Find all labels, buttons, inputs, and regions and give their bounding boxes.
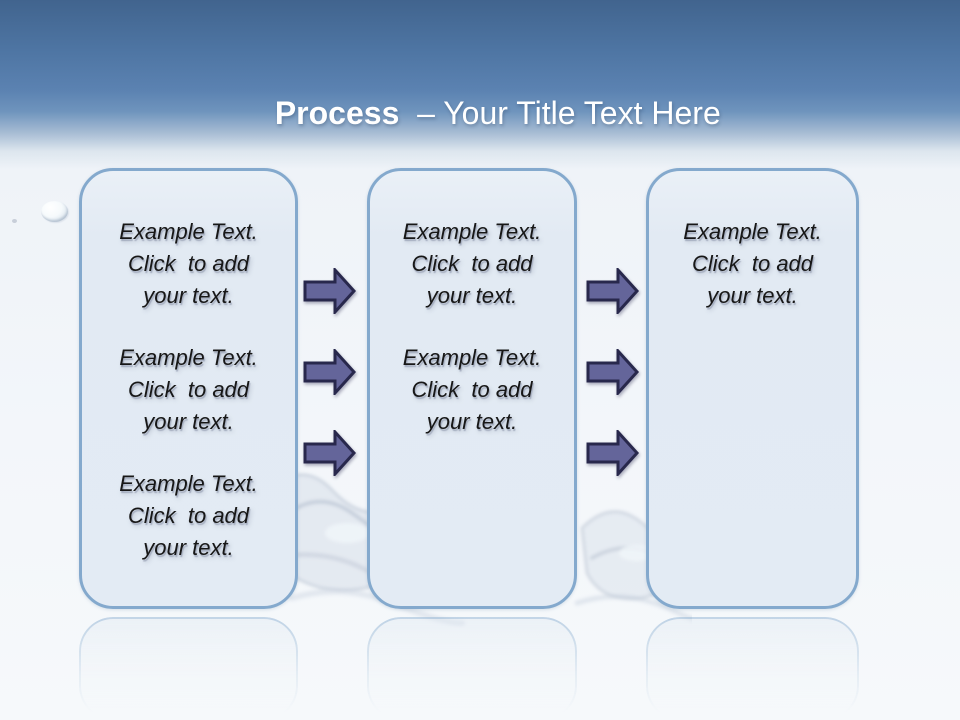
right-arrow-icon	[303, 268, 357, 314]
placeholder-paragraph[interactable]: Example Text. Click to add your text.	[376, 216, 568, 312]
placeholder-line: your text.	[707, 283, 798, 308]
water-droplet-image	[41, 201, 68, 222]
placeholder-line: Example Text.	[119, 471, 258, 496]
arrow-group-2	[586, 268, 640, 476]
right-arrow-icon	[303, 430, 357, 476]
placeholder-paragraph[interactable]: Example Text. Click to add your text.	[88, 468, 289, 564]
placeholder-paragraph[interactable]: Example Text. Click to add your text.	[655, 216, 850, 312]
placeholder-paragraph[interactable]: Example Text. Click to add your text.	[88, 216, 289, 312]
right-arrow-icon	[586, 268, 640, 314]
box-reflection	[367, 617, 577, 720]
placeholder-line: your text.	[143, 409, 234, 434]
placeholder-line: your text.	[426, 409, 518, 434]
process-step-box-3[interactable]: Example Text. Click to add your text.	[646, 168, 859, 609]
placeholder-line: Example Text.	[402, 345, 542, 370]
placeholder-line: Click to add	[411, 377, 533, 402]
placeholder-line: Example Text.	[683, 219, 822, 244]
box-reflection	[646, 617, 859, 720]
placeholder-line: Click to add	[411, 251, 533, 276]
water-speck-image	[12, 219, 17, 223]
placeholder-paragraph[interactable]: Example Text. Click to add your text.	[376, 342, 568, 438]
box-reflection	[79, 617, 298, 720]
slide-title-keyword: Process	[274, 95, 400, 131]
placeholder-line: your text.	[143, 283, 234, 308]
right-arrow-icon	[586, 349, 640, 395]
placeholder-line: Click to add	[127, 251, 250, 276]
slide-title[interactable]: Process – Your Title Text Here	[0, 50, 960, 176]
right-arrow-icon	[586, 430, 640, 476]
placeholder-line: Click to add	[127, 377, 250, 402]
placeholder-line: Example Text.	[119, 219, 258, 244]
slide-title-subtitle: – Your Title Text Here	[399, 95, 721, 131]
placeholder-line: Click to add	[691, 251, 814, 276]
placeholder-paragraph[interactable]: Example Text. Click to add your text.	[88, 342, 289, 438]
right-arrow-icon	[303, 349, 357, 395]
placeholder-line: Click to add	[127, 503, 250, 528]
placeholder-line: your text.	[143, 535, 234, 560]
placeholder-line: your text.	[426, 283, 518, 308]
placeholder-line: Example Text.	[402, 219, 542, 244]
placeholder-line: Example Text.	[119, 345, 258, 370]
arrow-group-1	[303, 268, 357, 476]
